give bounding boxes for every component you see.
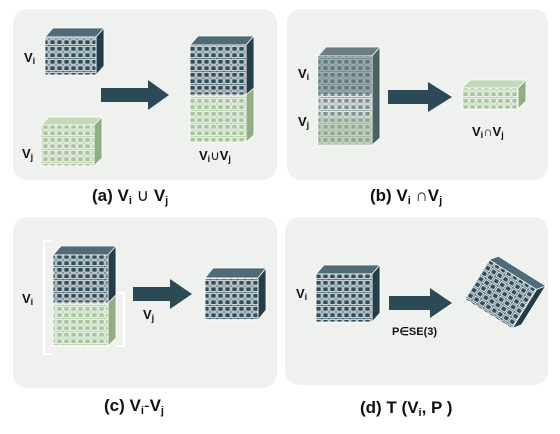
cube-overlap-b bbox=[317, 45, 381, 146]
caption-b-v2: V bbox=[427, 186, 440, 205]
cube-vj-a bbox=[40, 116, 103, 167]
label-vj-c-var: V bbox=[143, 307, 152, 322]
caption-c-s2: j bbox=[160, 405, 164, 417]
intersect-s1: i bbox=[480, 130, 484, 140]
union-s1: i bbox=[207, 154, 211, 164]
caption-c-s1: i bbox=[140, 405, 144, 417]
union-s2: j bbox=[228, 154, 231, 164]
union-v1: V bbox=[199, 148, 208, 163]
caption-b-prefix: (b) V bbox=[370, 186, 408, 205]
arrow-a bbox=[101, 80, 169, 110]
cube-transformed-result bbox=[464, 255, 547, 330]
label-vi-c-var: V bbox=[22, 291, 31, 306]
slab-intersection-result bbox=[461, 79, 527, 110]
caption-d-text: (d) T (V bbox=[360, 398, 419, 417]
intersect-v2: V bbox=[492, 124, 502, 139]
intersect-v1: V bbox=[472, 124, 481, 139]
cube-vi-a bbox=[44, 26, 105, 77]
label-vi-b: Vi bbox=[298, 66, 309, 82]
cube-stack-c bbox=[52, 244, 117, 347]
label-vj-a-sub: j bbox=[30, 152, 34, 162]
label-intersection-result: Vi∩Vj bbox=[472, 124, 504, 140]
caption-d-s1: i bbox=[418, 407, 422, 419]
caption-c-op: - bbox=[143, 396, 150, 415]
caption-a-s2: j bbox=[165, 195, 169, 207]
label-vj-c-sub: j bbox=[151, 313, 155, 323]
label-vi-c: Vi bbox=[22, 291, 33, 307]
label-vj-a: Vj bbox=[22, 146, 33, 162]
caption-d: (d) T (Vi, P ) bbox=[360, 398, 452, 419]
label-vi-b-sub: i bbox=[306, 72, 310, 82]
label-vi-a-var: V bbox=[24, 50, 33, 65]
bracket-vj bbox=[116, 292, 125, 347]
label-vi-d-var: V bbox=[296, 286, 305, 301]
caption-a-s1: i bbox=[128, 195, 132, 207]
label-vj-b: Vj bbox=[298, 114, 309, 130]
caption-a-op: ∪ bbox=[136, 186, 150, 205]
caption-a: (a) Vi ∪ Vj bbox=[92, 186, 168, 207]
arrow-d bbox=[389, 288, 452, 318]
caption-c-v2: V bbox=[149, 396, 161, 415]
caption-d-rest: , P ) bbox=[421, 398, 453, 417]
caption-a-prefix: (a) V bbox=[92, 186, 129, 205]
label-vj-b-sub: j bbox=[306, 120, 310, 130]
bracket-vi bbox=[43, 240, 51, 355]
arrow-c bbox=[133, 279, 192, 309]
intersect-s2: j bbox=[501, 130, 504, 140]
union-v2: V bbox=[219, 148, 229, 163]
caption-a-v2: V bbox=[153, 186, 166, 205]
label-vi-a: Vi bbox=[24, 50, 35, 66]
cube-vi-d bbox=[315, 263, 381, 324]
label-vi-a-sub: i bbox=[32, 56, 36, 66]
intersect-op: ∩ bbox=[483, 124, 493, 139]
label-vi-b-var: V bbox=[298, 66, 307, 81]
label-union-result: Vi∪Vj bbox=[199, 148, 231, 164]
label-vj-a-var: V bbox=[22, 146, 31, 161]
caption-b-s2: j bbox=[439, 195, 443, 207]
caption-c-prefix: (c) V bbox=[104, 396, 141, 415]
label-vi-c-sub: i bbox=[30, 297, 34, 307]
arrow-b bbox=[388, 82, 452, 112]
caption-b: (b) Vi ∩Vj bbox=[370, 186, 442, 207]
cube-difference-result bbox=[204, 266, 267, 322]
caption-c: (c) Vi-Vj bbox=[104, 396, 164, 417]
label-vi-d-sub: i bbox=[304, 292, 308, 302]
label-vj-b-var: V bbox=[298, 114, 307, 129]
union-op: ∪ bbox=[210, 148, 220, 163]
cube-union-result bbox=[189, 34, 255, 143]
label-transform: P∈SE(3) bbox=[392, 326, 438, 338]
label-vi-d: Vi bbox=[296, 286, 307, 302]
label-vj-c: Vj bbox=[143, 307, 154, 323]
caption-b-op: ∩ bbox=[415, 186, 428, 205]
caption-b-s1: i bbox=[407, 195, 411, 207]
